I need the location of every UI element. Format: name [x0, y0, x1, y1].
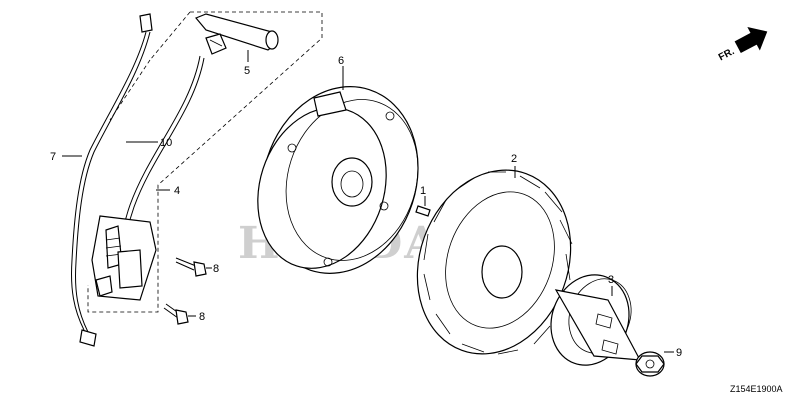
callout-4: 4: [174, 185, 180, 197]
callout-8-upper: 8: [213, 263, 219, 275]
ignition-coil: [91, 215, 157, 301]
bolt-lower: [163, 303, 189, 325]
callout-2: 2: [511, 153, 517, 165]
flywheel: [257, 86, 419, 274]
callout-9: 9: [676, 347, 682, 359]
assembly-boundary: [87, 11, 323, 313]
cooling-fan: [416, 169, 573, 355]
callout-7: 7: [50, 151, 56, 163]
callout-5: 5: [244, 65, 250, 77]
diagram-code: Z154E1900A: [730, 384, 783, 394]
woodruff-key: [415, 205, 431, 217]
callout-1: 1: [420, 185, 426, 197]
starter-pulley: [550, 274, 642, 366]
callout-10: 10: [160, 137, 172, 149]
front-arrow-icon: [734, 27, 768, 54]
callout-3: 3: [608, 274, 614, 286]
leader-lines: [62, 50, 674, 353]
front-label: FR.: [717, 46, 737, 63]
flange-nut: [635, 351, 665, 377]
spark-plug-cap: [195, 13, 279, 55]
stop-switch-wire: [71, 13, 153, 347]
front-direction-marker: FR.: [717, 27, 768, 63]
callout-8-lower: 8: [199, 311, 205, 323]
callout-6: 6: [338, 55, 344, 67]
bolt-upper: [175, 257, 207, 277]
